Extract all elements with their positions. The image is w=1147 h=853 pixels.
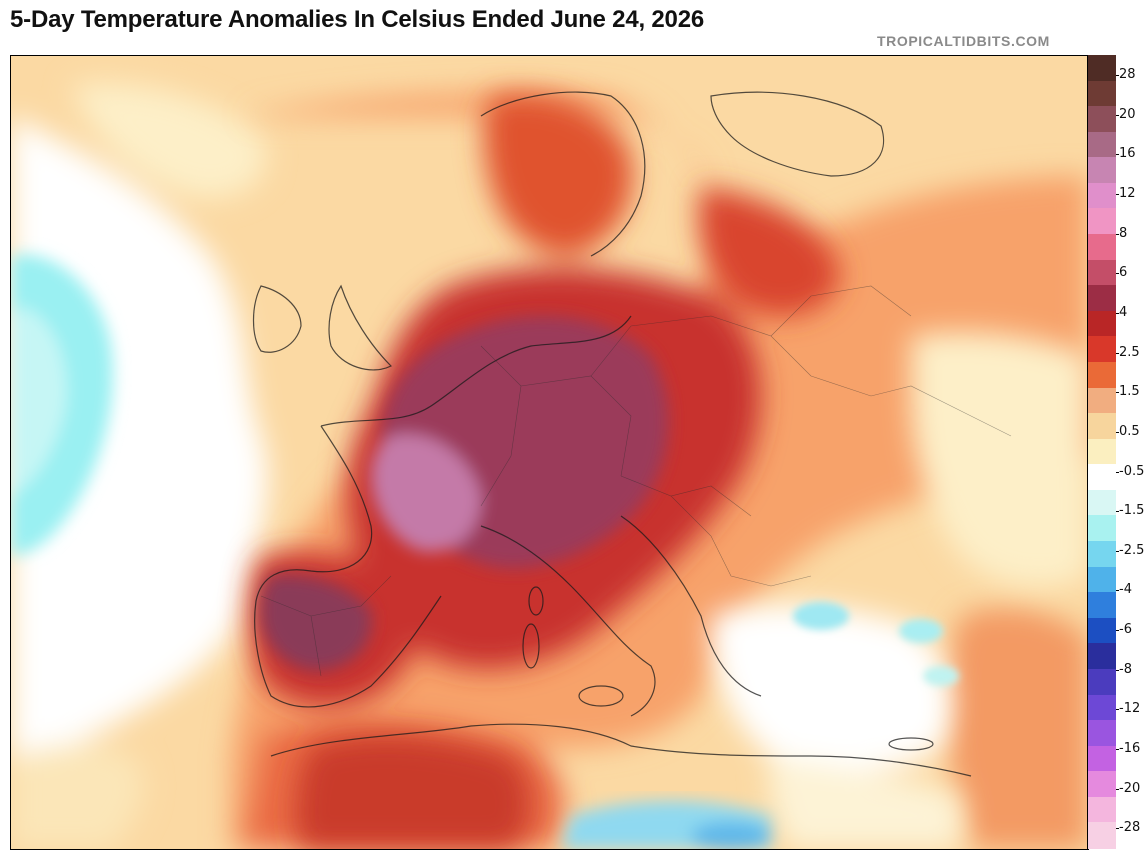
legend-tick xyxy=(1116,630,1119,632)
legend-tick-label: -4 xyxy=(1119,582,1132,598)
legend-tick xyxy=(1116,788,1119,790)
legend-tick xyxy=(1116,550,1119,552)
legend-color-swatch xyxy=(1087,131,1116,158)
legend-color-swatch xyxy=(1087,182,1116,210)
aegean-cold-spots xyxy=(793,602,959,686)
legend-tick-label: -0.5 xyxy=(1119,463,1145,479)
legend-tick-label: -1.5 xyxy=(1119,503,1145,519)
legend-tick-label: -12 xyxy=(1119,701,1141,717)
legend-color-swatch xyxy=(1087,208,1116,235)
legend-tick-label: -20 xyxy=(1119,780,1141,796)
legend-tick xyxy=(1116,193,1119,195)
legend-tick xyxy=(1116,511,1119,513)
legend-tick-label: 0.5 xyxy=(1119,423,1140,439)
legend-color-swatch xyxy=(1087,771,1116,798)
legend-tick xyxy=(1116,114,1119,116)
legend-tick-label: 12 xyxy=(1119,185,1136,201)
legend-color-swatch xyxy=(1087,515,1116,542)
legend-color-swatch xyxy=(1087,694,1116,721)
legend-tick xyxy=(1116,312,1119,314)
page-title: 5-Day Temperature Anomalies In Celsius E… xyxy=(10,6,704,33)
legend-tick-label: 8 xyxy=(1119,225,1128,241)
legend-color-swatch xyxy=(1087,668,1116,696)
legend-tick xyxy=(1116,431,1119,433)
legend-tick xyxy=(1116,669,1119,671)
legend-tick xyxy=(1116,75,1119,76)
legend-color-swatch xyxy=(1087,643,1116,670)
legend-color-swatch xyxy=(1087,285,1116,312)
legend-tick xyxy=(1116,273,1119,275)
legend-color-swatch xyxy=(1087,541,1116,568)
legend-color-swatch xyxy=(1087,234,1116,261)
legend-colorbar: 28 20 16 12 8 6 4 2.5 1.5 0.5 -0.5 -1.5 -2.5 -4 -6 -8 -1… xyxy=(1087,55,1145,849)
atlantic-cold-anomaly xyxy=(11,254,113,556)
legend-color-swatch xyxy=(1087,361,1116,389)
legend-tick-label: 20 xyxy=(1119,106,1136,122)
legend-color-swatch xyxy=(1087,822,1116,849)
legend-color-swatch xyxy=(1087,464,1116,491)
legend-color-swatch xyxy=(1087,310,1116,337)
legend-tick xyxy=(1116,749,1119,751)
legend-tick xyxy=(1116,828,1119,830)
legend-color-swatch xyxy=(1087,157,1116,184)
legend-tick xyxy=(1116,471,1119,473)
country-borders xyxy=(260,285,1012,677)
legend-color-swatch xyxy=(1087,745,1116,772)
coastlines xyxy=(252,91,972,777)
legend-tick-label: -16 xyxy=(1119,741,1141,757)
legend-tick-label: 28 xyxy=(1119,67,1136,82)
legend-tick-label: 4 xyxy=(1119,304,1128,320)
legend-tick xyxy=(1116,392,1119,394)
legend-color-swatch xyxy=(1087,80,1116,107)
legend-tick xyxy=(1116,154,1119,156)
legend-color-swatch xyxy=(1087,387,1116,414)
legend-tick-label: 2.5 xyxy=(1119,344,1140,360)
map-canvas xyxy=(11,56,1088,849)
legend-tick-label: 16 xyxy=(1119,146,1136,162)
legend-tick-label: -8 xyxy=(1119,661,1132,677)
legend-color-swatch xyxy=(1087,259,1116,286)
legend-color-swatch xyxy=(1087,796,1116,823)
legend-tick xyxy=(1116,590,1119,592)
legend-tick-label: 1.5 xyxy=(1119,384,1140,400)
legend-color-swatch xyxy=(1087,55,1116,82)
legend-tick xyxy=(1116,352,1119,354)
extreme-anomaly-core xyxy=(260,316,669,671)
legend-tick-label: -28 xyxy=(1119,820,1141,836)
legend-color-swatch xyxy=(1087,489,1116,517)
legend-tick-label: -6 xyxy=(1119,622,1132,638)
libya-cold-anomaly xyxy=(561,801,771,849)
legend-color-swatch xyxy=(1087,336,1116,363)
source-credit: TROPICALTIDBITS.COM xyxy=(877,33,1050,49)
temperature-anomaly-map xyxy=(10,55,1089,850)
legend-tick-label: 6 xyxy=(1119,265,1128,281)
legend-color-swatch xyxy=(1087,413,1116,440)
legend-color-swatch xyxy=(1087,106,1116,133)
legend-tick-label: -2.5 xyxy=(1119,542,1145,558)
legend-color-swatch xyxy=(1087,720,1116,747)
legend-color-swatch xyxy=(1087,438,1116,465)
eastern-neutral-zone xyxy=(711,332,1088,849)
legend-color-swatch xyxy=(1087,566,1116,593)
legend-color-swatch xyxy=(1087,592,1116,619)
legend-tick xyxy=(1116,709,1119,711)
legend-color-swatch xyxy=(1087,617,1116,644)
legend-tick xyxy=(1116,233,1119,235)
